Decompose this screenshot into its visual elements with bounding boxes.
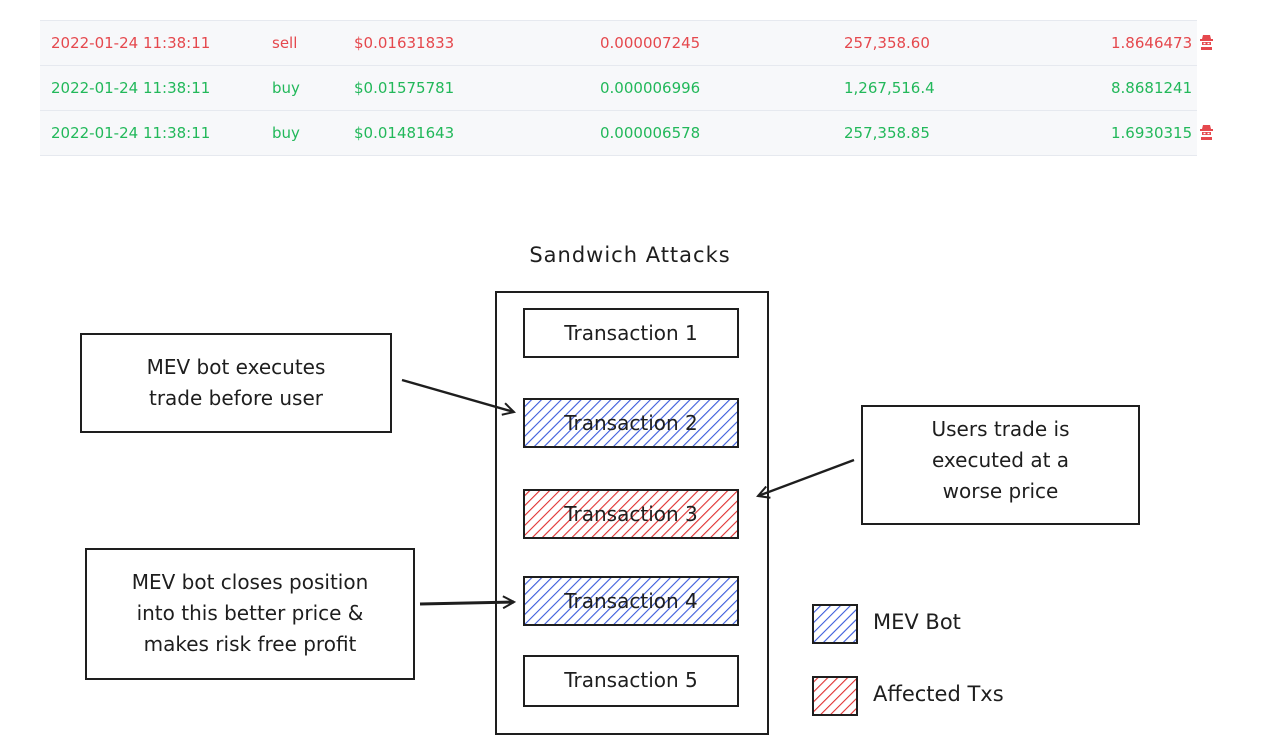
trade-value-cell: 1.6930315 <box>1111 124 1214 142</box>
transaction-3-label: Transaction 3 <box>564 502 698 526</box>
trade-amount: 257,358.60 <box>844 34 930 52</box>
mev-bot-icon[interactable] <box>1199 34 1214 50</box>
block-container <box>495 291 769 735</box>
trade-amount: 257,358.85 <box>844 124 930 142</box>
trade-price-eth: 0.000006996 <box>600 79 701 97</box>
legend-mev-label: MEV Bot <box>873 610 961 634</box>
callout-front-run-text: MEV bot executes trade before user <box>81 352 391 414</box>
arrow-victim <box>758 458 855 496</box>
table-row: 2022-01-24 11:38:11 sell $0.01631833 0.0… <box>40 20 1214 65</box>
callout-back-run-text: MEV bot closes position into this better… <box>86 567 414 660</box>
callout-victim-box <box>861 405 1140 525</box>
trade-price-eth: 0.000007245 <box>600 34 701 52</box>
transaction-2 <box>523 398 739 448</box>
table-row: 2022-01-24 11:38:11 buy $0.01481643 0.00… <box>40 110 1214 156</box>
trade-time: 2022-01-24 11:38:11 <box>51 34 211 52</box>
arrow-back-run <box>419 602 514 604</box>
transaction-3 <box>523 489 739 539</box>
mev-bot-icon[interactable] <box>1199 124 1214 140</box>
callout-line: executed at a <box>931 448 1070 472</box>
callout-line: trade before user <box>148 386 324 410</box>
trade-value: 1.6930315 <box>1111 124 1193 142</box>
callout-back-run-box <box>85 548 415 680</box>
diagram-title: Sandwich Attacks <box>529 243 731 267</box>
trade-side: buy <box>272 79 300 97</box>
trade-amount: 1,267,516.4 <box>844 79 935 97</box>
trades-table: 2022-01-24 11:38:11 sell $0.01631833 0.0… <box>40 20 1214 156</box>
trade-price-usd: $0.01575781 <box>354 79 455 97</box>
callout-line: into this better price & <box>136 601 364 625</box>
legend-affected-label: Affected Txs <box>873 682 1004 706</box>
transaction-5 <box>523 655 739 707</box>
trade-price-eth: 0.000006578 <box>600 124 701 142</box>
legend-affected-swatch <box>812 676 858 716</box>
callout-line: worse price <box>942 479 1059 503</box>
trade-price-usd: $0.01481643 <box>354 124 455 142</box>
trade-time: 2022-01-24 11:38:11 <box>51 79 211 97</box>
trade-time: 2022-01-24 11:38:11 <box>51 124 211 142</box>
trade-side: buy <box>272 124 300 142</box>
trade-value-cell: 1.8646473 <box>1111 34 1214 52</box>
callout-line: makes risk free profit <box>143 632 357 656</box>
callout-victim-text: Users trade is executed at a worse price <box>862 414 1139 507</box>
transaction-1-label: Transaction 1 <box>564 321 698 345</box>
callout-line: Users trade is <box>931 417 1070 441</box>
arrow-front-run <box>401 378 514 412</box>
transaction-2-label: Transaction 2 <box>564 411 698 435</box>
transaction-5-label: Transaction 5 <box>564 668 698 692</box>
callout-line: MEV bot closes position <box>131 570 369 594</box>
trade-price-usd: $0.01631833 <box>354 34 455 52</box>
callout-line: MEV bot executes <box>146 355 326 379</box>
trade-side: sell <box>272 34 298 52</box>
callout-front-run-box <box>80 333 392 433</box>
trade-value: 1.8646473 <box>1111 34 1193 52</box>
transaction-4-label: Transaction 4 <box>564 589 698 613</box>
transaction-4 <box>523 576 739 626</box>
legend-mev-swatch <box>812 604 858 644</box>
table-row: 2022-01-24 11:38:11 buy $0.01575781 0.00… <box>40 65 1197 110</box>
transaction-1 <box>523 308 739 358</box>
trade-value: 8.8681241 <box>1111 79 1193 97</box>
